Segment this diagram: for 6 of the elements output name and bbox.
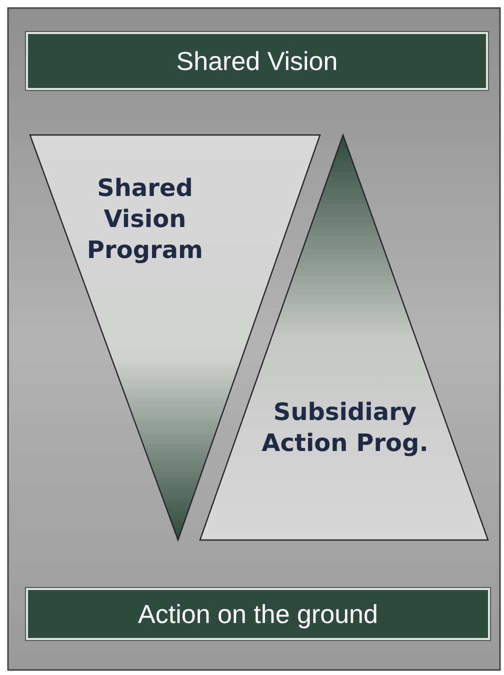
triangle-label: Shared Vision Program — [86, 173, 204, 266]
bar-text: Shared Vision — [176, 46, 338, 76]
title-bar — [26, 588, 490, 640]
triangle-label: Subsidiary Action Prog. — [260, 397, 430, 460]
bar-text: Action on the ground — [138, 598, 378, 630]
title-bar — [26, 32, 488, 90]
